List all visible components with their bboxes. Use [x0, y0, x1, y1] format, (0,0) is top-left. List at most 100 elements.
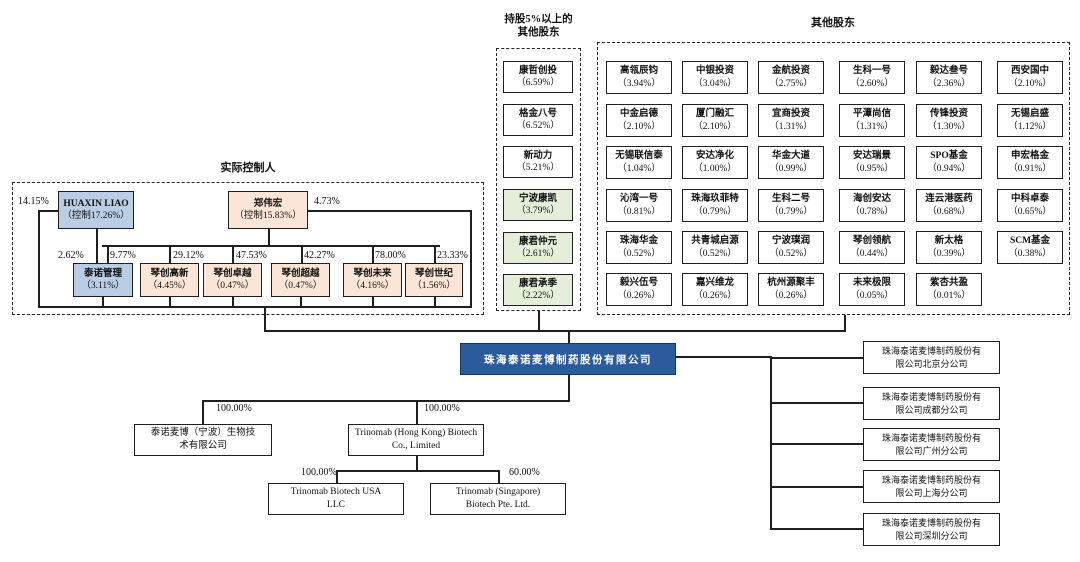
- other-shareholder-node: 毅兴伍号（0.26%）: [606, 273, 672, 306]
- node-name: 康君承季: [518, 278, 557, 289]
- node-name: 中银投资: [695, 66, 734, 77]
- node-name: 珠海华金: [619, 236, 658, 247]
- node-pct: （0.99%）: [769, 163, 813, 174]
- other-shareholder-node: 宁波璞润（0.52%）: [758, 231, 824, 264]
- connector-line: [102, 297, 104, 306]
- other-shareholder-node: 沁湾一号（0.81%）: [606, 189, 672, 222]
- controller-node-zhengweihong: 郑伟宏 （控制15.83%）: [228, 191, 308, 229]
- node-pct: （0.52%）: [617, 248, 661, 259]
- connector-line: [202, 400, 204, 424]
- edge-label-zheng-stub: 78.00%: [375, 250, 406, 261]
- other-shareholder-node: 琴创领航（0.44%）: [839, 231, 905, 264]
- node-pct: （1.31%）: [850, 121, 894, 132]
- node-pct: （0.79%）: [769, 206, 813, 217]
- other-shareholder-node: 生科二号（0.79%）: [758, 189, 824, 222]
- node-pct: （0.52%）: [693, 248, 737, 259]
- connector-line: [336, 470, 500, 472]
- node-name: 康哲创投: [518, 65, 557, 76]
- node-pct: （0.52%）: [769, 248, 813, 259]
- node-name: 海创安达: [852, 194, 891, 205]
- other-shareholder-node: SPO基金（0.94%）: [916, 146, 982, 179]
- other-shareholders-group-title: 其他股东: [811, 17, 855, 29]
- branch-node: 珠海泰诺麦博制药股份有限公司成都分公司: [863, 387, 1000, 420]
- company-node: 珠海泰诺麦博制药股份有限公司: [460, 343, 676, 375]
- node-pct: （0.26%）: [769, 290, 813, 301]
- node-pct: （0.26%）: [617, 290, 661, 301]
- connector-line: [336, 470, 338, 483]
- connector-line: [770, 528, 863, 530]
- node-name: 宁波康凯: [518, 193, 557, 204]
- other-shareholder-node: 申宏格金（0.91%）: [997, 146, 1063, 179]
- node-pct: （1.31%）: [769, 121, 813, 132]
- connector-line: [568, 330, 570, 343]
- node-name: 宜商投资: [771, 109, 810, 120]
- node-name: 未来极限: [852, 278, 891, 289]
- node-pct: （0.79%）: [693, 206, 737, 217]
- connector-line: [268, 229, 270, 245]
- node-name: 宁波璞润: [771, 236, 810, 247]
- node-name: 金航投资: [771, 66, 810, 77]
- connector-line: [202, 400, 570, 402]
- node-name: 琴创超越: [281, 268, 320, 279]
- edge-label-zheng-stub: 23.33%: [437, 250, 468, 261]
- controller-node-tainuo-guanli: 泰诺管理 （3.11%）: [73, 263, 133, 297]
- ownership-label-usa: 100.00%: [301, 467, 337, 478]
- major-shareholder-node: 康哲创投（6.59%）: [503, 61, 573, 93]
- node-pct: （3.11%）: [81, 281, 125, 291]
- connector-line: [416, 400, 418, 424]
- node-pct: （5.21%）: [516, 163, 560, 173]
- node-pct: （1.04%）: [617, 163, 661, 174]
- node-name: 生科二号: [771, 194, 810, 205]
- node-name: 厦门融汇: [695, 109, 734, 120]
- ownership-label-ningbo: 100.00%: [216, 403, 252, 414]
- node-name: 无锡启盛: [1010, 109, 1049, 120]
- node-pct: （0.68%）: [927, 206, 971, 217]
- subsidiary-node-ningbo: 泰诺麦博（宁波）生物技术有限公司: [134, 424, 272, 456]
- node-name: HUAXIN LIAO: [63, 198, 129, 209]
- other-shareholder-node: 紫杏共盈（0.01%）: [916, 273, 982, 306]
- connector-line: [232, 297, 234, 306]
- connector-line: [372, 297, 374, 306]
- subsidiary-node-usa: Trinomab Biotech USA LLC: [268, 483, 404, 515]
- node-pct: （0.81%）: [617, 206, 661, 217]
- other-shareholder-node: 海创安达（0.78%）: [839, 189, 905, 222]
- node-name: 共青城启源: [691, 236, 739, 247]
- node-pct: （0.39%）: [927, 248, 971, 259]
- node-pct: （2.60%）: [850, 78, 894, 89]
- node-pct: （2.10%）: [1008, 78, 1052, 89]
- other-shareholder-node: 连云港医药（0.68%）: [916, 189, 982, 222]
- edge-label-zheng-stub: 47.53%: [236, 250, 267, 261]
- node-name: 琴创领航: [852, 236, 891, 247]
- connector-line: [498, 470, 500, 483]
- node-pct: （2.36%）: [927, 78, 971, 89]
- node-pct: （0.05%）: [850, 290, 894, 301]
- other-shareholder-node: 共青城启源（0.52%）: [682, 231, 748, 264]
- connector-line: [307, 210, 472, 212]
- connector-line: [568, 375, 570, 401]
- subsidiary-node-singapore: Trinomab (Singapore) Biotech Pte. Ltd.: [430, 483, 566, 515]
- node-pct: （0.01%）: [927, 290, 971, 301]
- other-shareholder-node: 安达瑞景（0.95%）: [839, 146, 905, 179]
- ownership-label-singapore: 60.00%: [509, 467, 540, 478]
- node-pct: （0.38%）: [1008, 248, 1052, 259]
- other-shareholder-node: 杭州源聚丰（0.26%）: [758, 273, 824, 306]
- node-pct: （2.61%）: [516, 249, 560, 259]
- node-pct: （0.91%）: [1008, 163, 1052, 174]
- connector-line: [770, 443, 863, 445]
- node-name: 康君仲元: [518, 236, 557, 247]
- other-shareholder-node: 中科卓泰（0.65%）: [997, 189, 1063, 222]
- node-pct: （控制15.83%）: [234, 211, 302, 221]
- major-shareholders-title-line1: 持股5%以上的: [504, 14, 573, 25]
- node-pct: （0.95%）: [850, 163, 894, 174]
- other-shareholder-node: 无锡联信泰（1.04%）: [606, 146, 672, 179]
- branch-node: 珠海泰诺麦博制药股份有限公司北京分公司: [863, 341, 1000, 374]
- branch-node: 珠海泰诺麦博制药股份有限公司上海分公司: [863, 470, 1000, 503]
- node-pct: （3.79%）: [516, 206, 560, 216]
- node-name: SPO基金: [930, 151, 968, 162]
- node-pct: （0.65%）: [1008, 206, 1052, 217]
- connector-line: [844, 315, 846, 331]
- edge-label-zheng-stub: 9.77%: [110, 250, 136, 261]
- node-pct: （0.47%）: [210, 281, 255, 291]
- controller-node-huaxin-liao: HUAXIN LIAO （控制17.26%）: [58, 191, 134, 229]
- other-shareholder-node: 中银投资（3.04%）: [682, 61, 748, 94]
